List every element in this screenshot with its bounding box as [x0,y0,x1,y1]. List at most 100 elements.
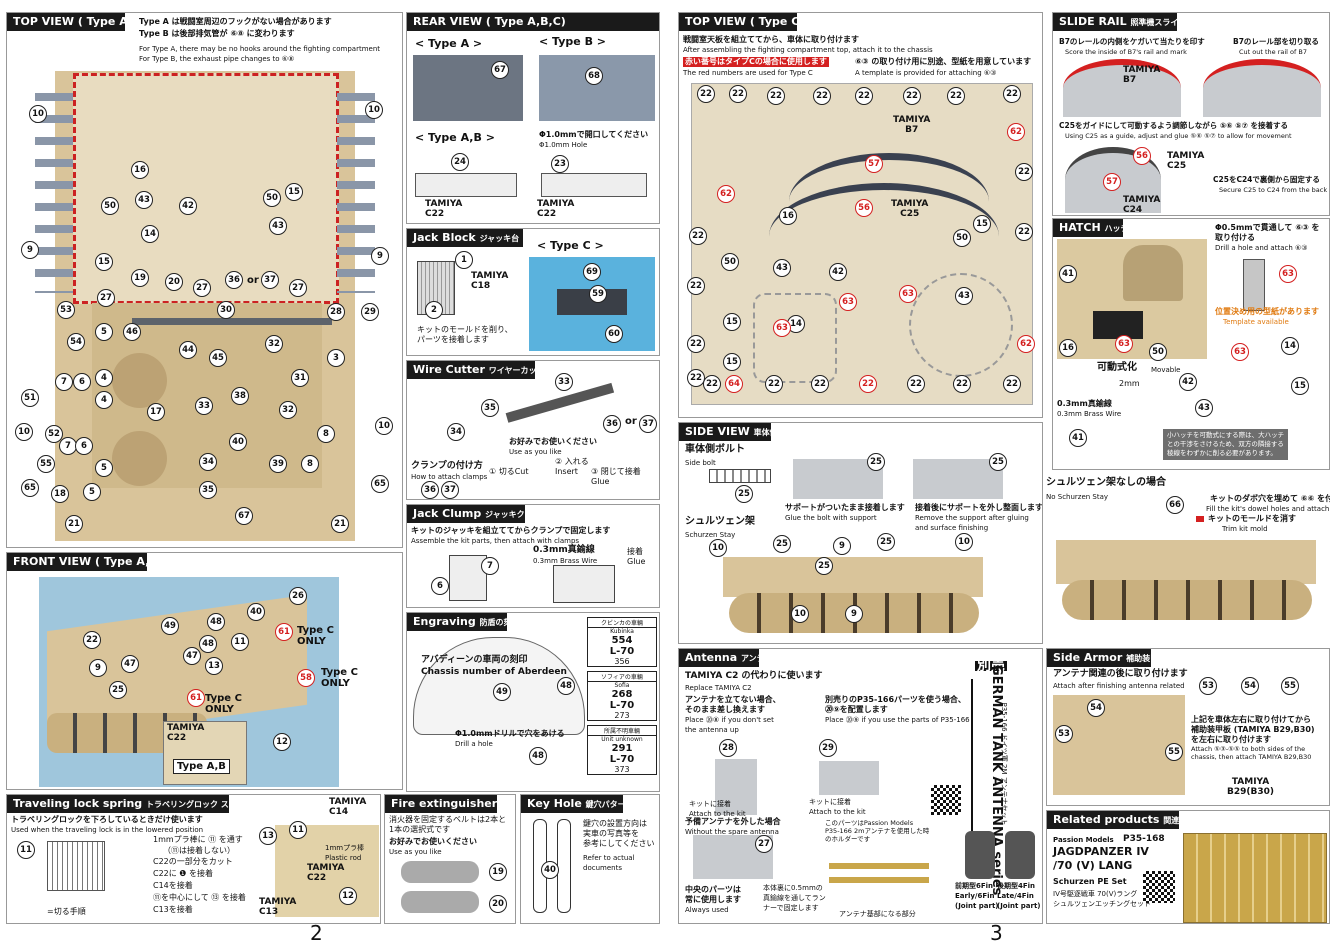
callout: 44 [179,341,197,359]
small-hatch-note: 小ハッチを可動式にする際は、大ハッチ との干渉をさけるため、双方の隣接する 稜線… [1163,429,1289,460]
callout: 65 [371,475,389,493]
callout: 10 [709,539,727,557]
callout: 22 [947,87,965,105]
callout: 33 [195,397,213,415]
plastic-rod: 1mmプラ棒 Plastic rod [325,844,365,862]
callout: 50 [721,253,739,271]
rail-drawing-2 [1203,59,1321,117]
page-number-right: 3 [990,921,1003,945]
support-note-en: Glue the bolt with support [785,514,877,522]
antenna-base-6fin [965,831,995,879]
callout: 11 [231,633,249,651]
sold-separately: 別売 [975,658,1007,674]
callout: 22 [687,277,705,295]
callout: 5 [83,483,101,501]
fin4: 後期型4Fin Late/4Fin (Joint part) [997,882,1041,910]
front-inset [163,721,247,785]
tamiya-c14: TAMIYA C14 [329,797,367,817]
callout: 9 [845,605,863,623]
lock-step: （⑪は接着しない） [163,846,235,855]
callout: 22 [855,87,873,105]
cut-label: =切る手順 [47,907,86,916]
antenna-a2-en: Place ⑳⑨ if you use the parts of P35-166 [825,716,970,724]
engraving-section: Engraving 防盾の刻印 アバディーンの車両の刻印 Chassis num… [406,612,660,792]
type-ab-box: Type A,B [173,759,230,774]
antenna-part-29 [819,761,879,795]
antenna-a1: アンテナを立てない場合、 そのまま差し換えます [685,695,781,714]
brass-rod-2 [829,877,929,883]
replace-jp: TAMIYA C2 の代わりに使います [685,671,823,681]
front-view-section: FRONT VIEW ( Type A,B,C) 26 22 48 40 49 … [6,552,403,790]
callout: 14 [1281,337,1299,355]
hook-row-right [337,93,375,293]
callout: 60 [605,325,623,343]
armor-note-en: Attach after finishing antenna related [1053,682,1185,690]
callout: 53 [1199,677,1217,695]
tamiya-c18: TAMIYA C18 [471,271,509,291]
lock-step: C22に ❶ を接着 [153,869,214,878]
side-armor-section: Side Armor 補助装甲板 アンテナ関連の後に取り付けます Attach … [1046,648,1330,806]
side-bolt-en: Side bolt [685,459,716,467]
clamp-step-1: ① 切るCut [489,467,529,476]
section-title: SIDE VIEW 車体側面 [679,423,786,441]
callout: 21 [331,515,349,533]
callout: 27 [755,835,773,853]
callout: 40 [247,603,265,621]
clamp-title-en: How to attach clamps [411,473,488,481]
top-view-type-c-section: TOP VIEW ( Type C) 戦闘室天板を組立ててから、車体に取り付けま… [678,12,1043,418]
callout: 10 [365,101,383,119]
callout: 49 [493,683,511,701]
aberdeen-en: Chassis number of Aberdeen [421,667,567,677]
callout: 22 [859,375,877,393]
rear-view-section: REAR VIEW ( Type A,B,C) < Type A > < Typ… [406,12,660,224]
callout: 22 [1015,163,1033,181]
callout: 50 [953,229,971,247]
hatch-drill: Φ0.5mmで貫通して ⑥③ を 取り付ける [1215,223,1320,242]
callout: 15 [1291,377,1309,395]
template-note: 位置決め用の型紙があります [1215,307,1319,316]
callout: 6 [75,437,93,455]
related-qr [1143,871,1175,903]
slide-step-1: B7のレールの内側をケガいて当たりを印す [1059,37,1205,46]
section-title: SLIDE RAIL 照準機スライドレール [1053,13,1210,31]
callout: 29 [361,303,379,321]
callout: 42 [1179,373,1197,391]
engraving-table: クビンカの車輛 Kubinka 554 L-70 356 ソフィアの車輛 Sof… [587,617,657,775]
callout: 41 [1069,429,1087,447]
callout: 10 [29,105,47,123]
hook-row-left [35,93,73,293]
callout: 47 [183,647,201,665]
brass-wire: 0.3mm真鍮線 [533,545,595,555]
callout: 12 [339,887,357,905]
callout: 20 [489,895,507,913]
lock-step: C13を接着 [153,905,193,914]
callout: 22 [1003,375,1021,393]
antenna-part-28 [715,759,757,815]
callout: 24 [451,153,469,171]
antenna-section: Antenna アンテナ TAMIYA C2 の代わりに使います Replace… [678,648,1043,924]
lock-step: 1mmプラ棒に ⑪ を通す [153,835,243,844]
callout: 14 [141,225,159,243]
lock-step: ⑪を中心にして ⑬ を接着 [153,893,246,902]
mm-label: 2mm [1119,379,1140,388]
callout: 40 [229,433,247,451]
product-name-2: /70 (V) LANG [1053,859,1133,872]
spring-drawing [47,841,105,891]
top-view-type-a-section: TOP VIEW ( Type A) Type A は戦闘室周辺のフックがない場… [6,12,403,548]
callout: 22 [811,375,829,393]
callout: 22 [697,85,715,103]
antenna-a1-en: Place ⑳⑧ if you don't set the antenna up [685,716,774,734]
callout: 45 [209,349,227,367]
clamp-step-2: ② 入れる Insert [555,457,589,476]
callout: 43 [955,287,973,305]
rail-drawing-1 [1063,59,1181,117]
spare-en: Without the spare antenna [685,828,779,836]
clamp-drawing [449,555,487,601]
no-schurzen-section: シュルツェン架なしの場合 No Schurzen Stay キットのダボ穴を埋め… [1046,474,1330,644]
keyhole-pattern-2 [557,819,571,913]
brass-note: 本体裏に0.5mmの 真鍮線を通してラン ナーで固定します [763,884,826,912]
callout: 4 [95,391,113,409]
side-view-section: SIDE VIEW 車体側面 車体側ボルト Side bolt 25 25 サポ… [678,422,1043,644]
callout: 22 [1015,223,1033,241]
related-products-section: Related products 関連商品 Passion Models P35… [1046,810,1330,924]
